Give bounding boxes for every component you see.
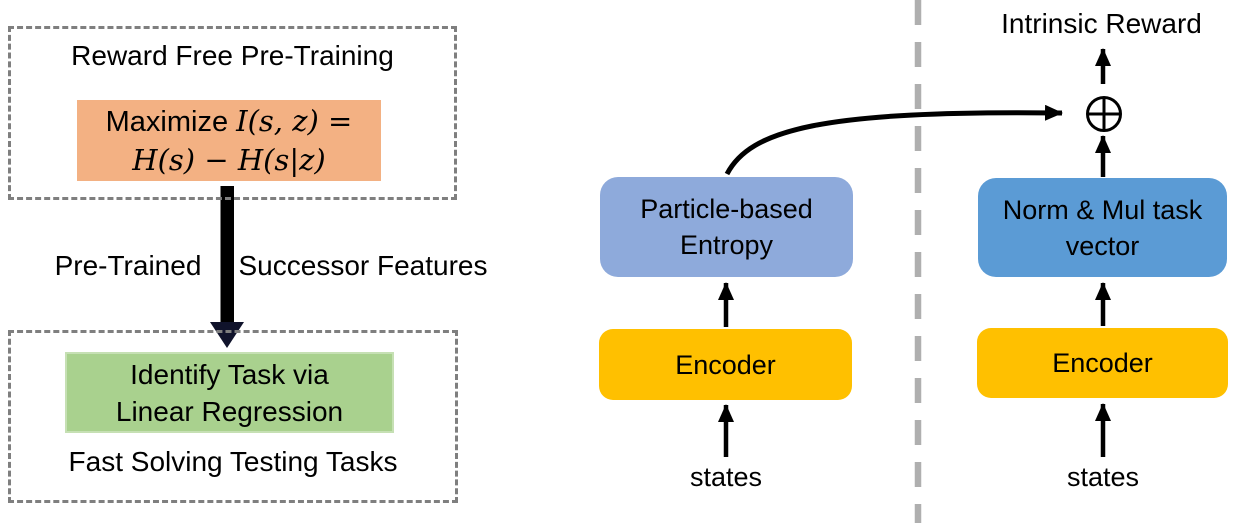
encoder-box-right: Encoder	[977, 328, 1228, 398]
norm-box-line2: vector	[1065, 230, 1140, 261]
pretraining-title: Reward Free Pre-Training	[71, 40, 394, 71]
particle-entropy-box: Particle-based Entropy	[600, 177, 853, 277]
task-box-line2: Linear Regression	[115, 395, 344, 427]
encoder-box-left: Encoder	[599, 329, 852, 400]
intrinsic-reward-label: Intrinsic Reward	[1001, 8, 1202, 39]
pretraining-box	[8, 26, 457, 200]
entropy-to-plus-curved-arrow	[724, 104, 1063, 176]
states-label-left: states	[689, 462, 763, 492]
testing-box	[8, 330, 458, 503]
norm-task-vector-box: Norm & Mul task vector	[978, 178, 1227, 277]
task-box-line1: Identify Task via	[130, 358, 329, 390]
circled-plus-icon	[1086, 96, 1122, 132]
particle-box-line1: Particle-based	[640, 194, 813, 224]
objective-formula-line1: Maximize I(s, z) =	[105, 104, 353, 138]
successor-features-label: Successor Features	[238, 250, 488, 281]
identify-task-box: Identify Task via Linear Regression	[65, 352, 394, 433]
states-label-right: states	[1066, 462, 1140, 492]
norm-box-line1: Norm & Mul task	[1002, 194, 1203, 225]
testing-caption: Fast Solving Testing Tasks	[68, 446, 398, 477]
particle-box-line2: Entropy	[679, 230, 774, 260]
objective-formula-line2: H(s) − H(s|z)	[132, 143, 326, 177]
objective-box: Maximize I(s, z) = H(s) − H(s|z)	[77, 100, 381, 181]
pretrained-label: Pre-Trained	[54, 250, 202, 281]
pretrain-to-test-arrow	[210, 186, 244, 348]
